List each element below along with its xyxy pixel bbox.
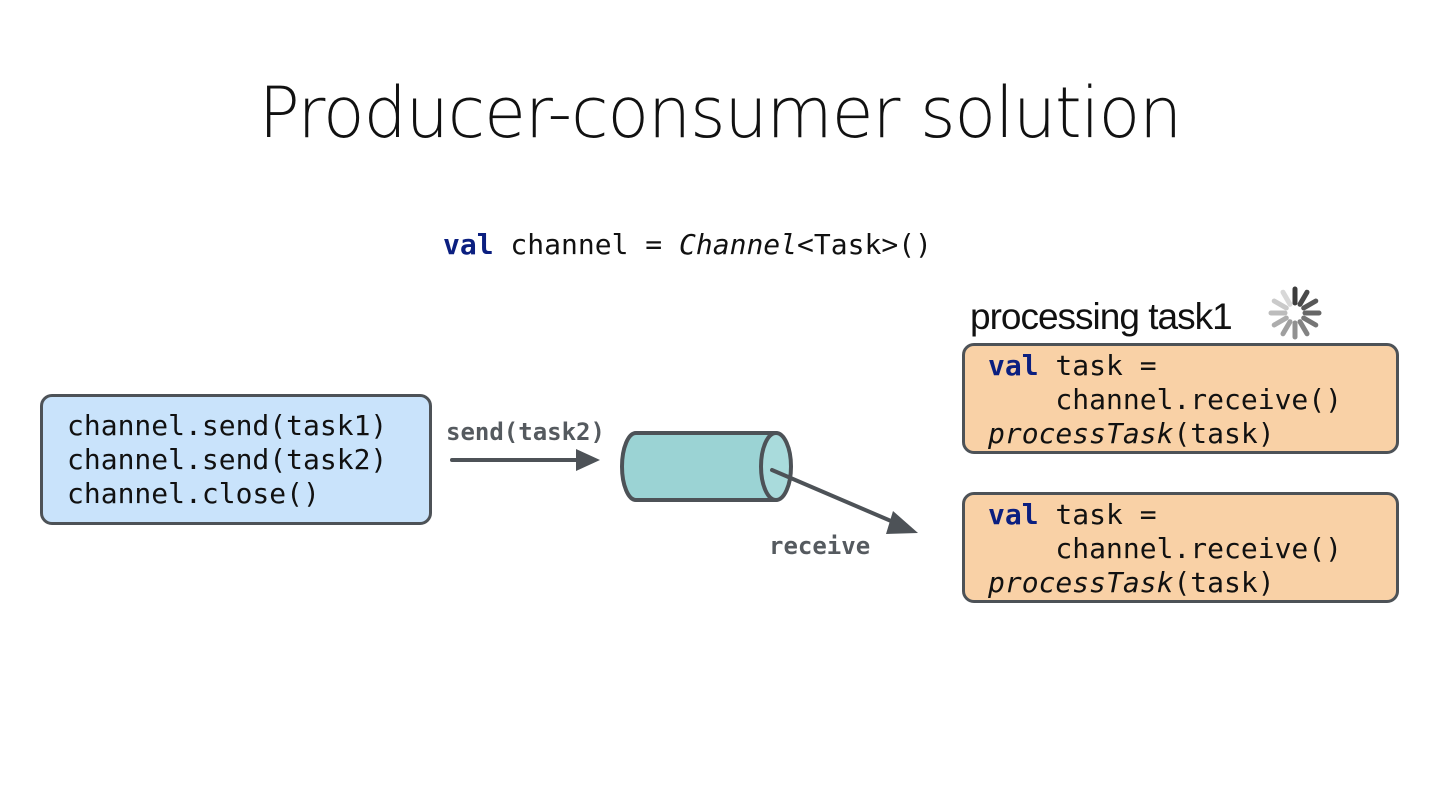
code-line: task =	[1038, 498, 1157, 531]
keyword: val	[988, 349, 1039, 382]
receive-label: receive	[769, 532, 871, 560]
send-label: send(task2)	[446, 418, 605, 446]
receive-arrow	[770, 468, 918, 534]
function-name: processTask	[988, 566, 1174, 599]
spinner-spoke	[1301, 315, 1319, 328]
consumer-box-1: val task = channel.receive()processTask(…	[962, 343, 1399, 454]
channel-pipe-icon	[620, 431, 793, 502]
code-line: channel.receive()	[988, 383, 1343, 416]
declaration-name: channel =	[493, 228, 680, 261]
slide-title: Producer-consumer solution	[258, 72, 1182, 154]
spinner-icon	[1268, 286, 1322, 340]
spinner-spoke	[1280, 289, 1293, 307]
producer-line: channel.close()	[67, 477, 320, 510]
function-args: (task)	[1173, 566, 1275, 599]
channel-declaration: val channel = Channel<Task>()	[443, 228, 932, 261]
producer-line: channel.send(task1)	[67, 409, 388, 442]
code-line: task =	[1038, 349, 1157, 382]
keyword: val	[988, 498, 1039, 531]
producer-line: channel.send(task2)	[67, 443, 388, 476]
spinner-spoke	[1280, 319, 1293, 337]
spinner-spoke	[1271, 315, 1289, 328]
spinner-spoke	[1301, 298, 1319, 311]
spinner-spoke	[1271, 298, 1289, 311]
consumer-box-2: val task = channel.receive()processTask(…	[962, 492, 1399, 603]
spinner-spoke	[1297, 289, 1310, 307]
declaration-type: Channel	[679, 228, 798, 261]
producer-box: channel.send(task1)channel.send(task2)ch…	[40, 394, 432, 525]
send-arrow	[450, 449, 600, 471]
code-line: channel.receive()	[988, 532, 1343, 565]
processing-status: processing task1	[970, 296, 1233, 337]
keyword: val	[443, 228, 494, 261]
function-args: (task)	[1173, 417, 1275, 450]
declaration-rest: <Task>()	[797, 228, 932, 261]
spinner-spoke	[1297, 319, 1310, 337]
function-name: processTask	[988, 417, 1174, 450]
